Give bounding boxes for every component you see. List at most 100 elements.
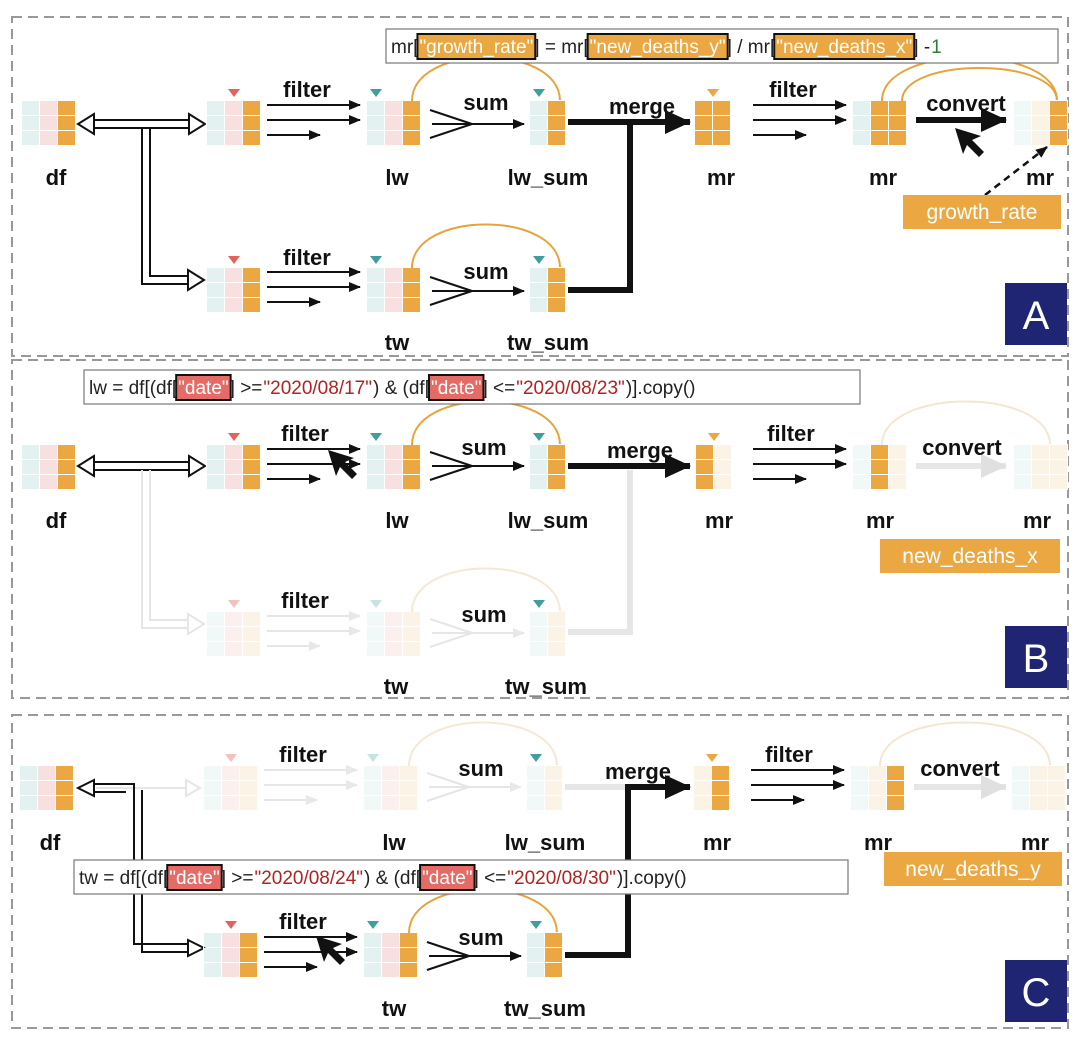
table-icon — [1011, 765, 1066, 811]
table-border — [363, 932, 418, 978]
table-cell — [853, 460, 870, 474]
table-cell — [403, 298, 420, 312]
table-cell — [712, 781, 729, 795]
double-arrow-head — [76, 112, 95, 136]
table-cell — [889, 131, 906, 145]
table-cell — [889, 475, 906, 489]
merge-arrow-faded — [568, 470, 633, 635]
table-cell — [385, 268, 402, 282]
table-icon — [695, 433, 732, 490]
table-cell — [1048, 796, 1065, 810]
table-cell — [58, 475, 75, 489]
table-cell — [712, 796, 729, 810]
code-token: "2020/08/30" — [507, 868, 616, 889]
code-token: "2020/08/17" — [263, 378, 372, 399]
table-cell — [527, 796, 544, 810]
table-cell — [243, 101, 260, 115]
table-cell — [385, 445, 402, 459]
table-icon — [1013, 444, 1068, 490]
table-border — [1011, 765, 1066, 811]
table-cell — [530, 445, 547, 459]
table-cell — [225, 445, 242, 459]
filter-label: filter — [769, 77, 817, 102]
table-cell — [382, 933, 399, 947]
filter-label: filter — [281, 588, 329, 613]
table-cell — [1014, 475, 1031, 489]
table-cell — [694, 766, 711, 780]
table-cell — [1050, 475, 1067, 489]
table-cell — [1014, 445, 1031, 459]
node-label: mr — [705, 508, 734, 533]
table-cell — [545, 933, 562, 947]
node-label: tw_sum — [504, 996, 586, 1021]
table-cell — [403, 475, 420, 489]
table-cell — [385, 101, 402, 115]
table-cell — [240, 766, 257, 780]
node-label: df — [46, 165, 67, 190]
table-cell — [1032, 101, 1049, 115]
table-cell — [222, 796, 239, 810]
table-icon — [206, 433, 261, 490]
column-tag — [903, 195, 1061, 229]
cursor-arrow-icon — [316, 936, 345, 965]
table-icon — [21, 100, 76, 146]
table-icon — [852, 444, 907, 490]
cursor-arrow-icon — [328, 450, 357, 479]
table-icon — [852, 100, 907, 146]
table-cell — [545, 948, 562, 962]
sum-label: sum — [458, 756, 503, 781]
column-marker-icon — [228, 256, 240, 264]
code-token: 1 — [931, 37, 942, 58]
table-icon — [529, 600, 566, 657]
table-cell — [1032, 131, 1049, 145]
table-border — [529, 611, 566, 657]
table-cell — [385, 642, 402, 656]
table-cell — [400, 933, 417, 947]
table-icon — [526, 754, 563, 811]
table-cell — [20, 766, 37, 780]
branch-line — [141, 790, 192, 953]
table-cell — [58, 116, 75, 130]
table-cell — [40, 445, 57, 459]
table-cell — [696, 445, 713, 459]
table-border — [526, 932, 563, 978]
sum-label: sum — [461, 602, 506, 627]
table-cell — [204, 948, 221, 962]
table-border — [366, 611, 421, 657]
table-cell — [207, 283, 224, 297]
double-arrow-head — [187, 612, 206, 636]
dependency-arc — [901, 67, 1058, 102]
table-cell — [243, 460, 260, 474]
panel-border — [11, 359, 1069, 699]
column-marker-icon — [530, 921, 542, 929]
table-cell — [367, 116, 384, 130]
table-cell — [385, 475, 402, 489]
table-cell — [207, 268, 224, 282]
table-cell — [548, 445, 565, 459]
node-label: lw_sum — [508, 165, 589, 190]
code-token: )].copy() — [617, 868, 687, 889]
table-cell — [400, 796, 417, 810]
code-token: ) & (df[ — [373, 378, 431, 399]
column-marker-icon — [370, 600, 382, 608]
table-icon — [206, 600, 261, 657]
panel-letter-badge — [1005, 960, 1067, 1022]
dependency-arc — [879, 721, 1051, 767]
table-cell — [385, 612, 402, 626]
table-cell — [871, 116, 888, 130]
table-cell — [887, 766, 904, 780]
table-border — [695, 444, 732, 490]
table-cell — [22, 131, 39, 145]
node-label: lw_sum — [508, 508, 589, 533]
table-cell — [207, 475, 224, 489]
node-label: tw_sum — [505, 674, 587, 699]
code-token: "date" — [431, 378, 481, 399]
table-cell — [1032, 460, 1049, 474]
table-cell — [527, 781, 544, 795]
table-cell — [545, 796, 562, 810]
table-cell — [869, 766, 886, 780]
table-cell — [871, 475, 888, 489]
table-icon — [206, 256, 261, 313]
node-label: tw — [384, 674, 409, 699]
code-token: "new_deaths_x" — [776, 37, 912, 58]
